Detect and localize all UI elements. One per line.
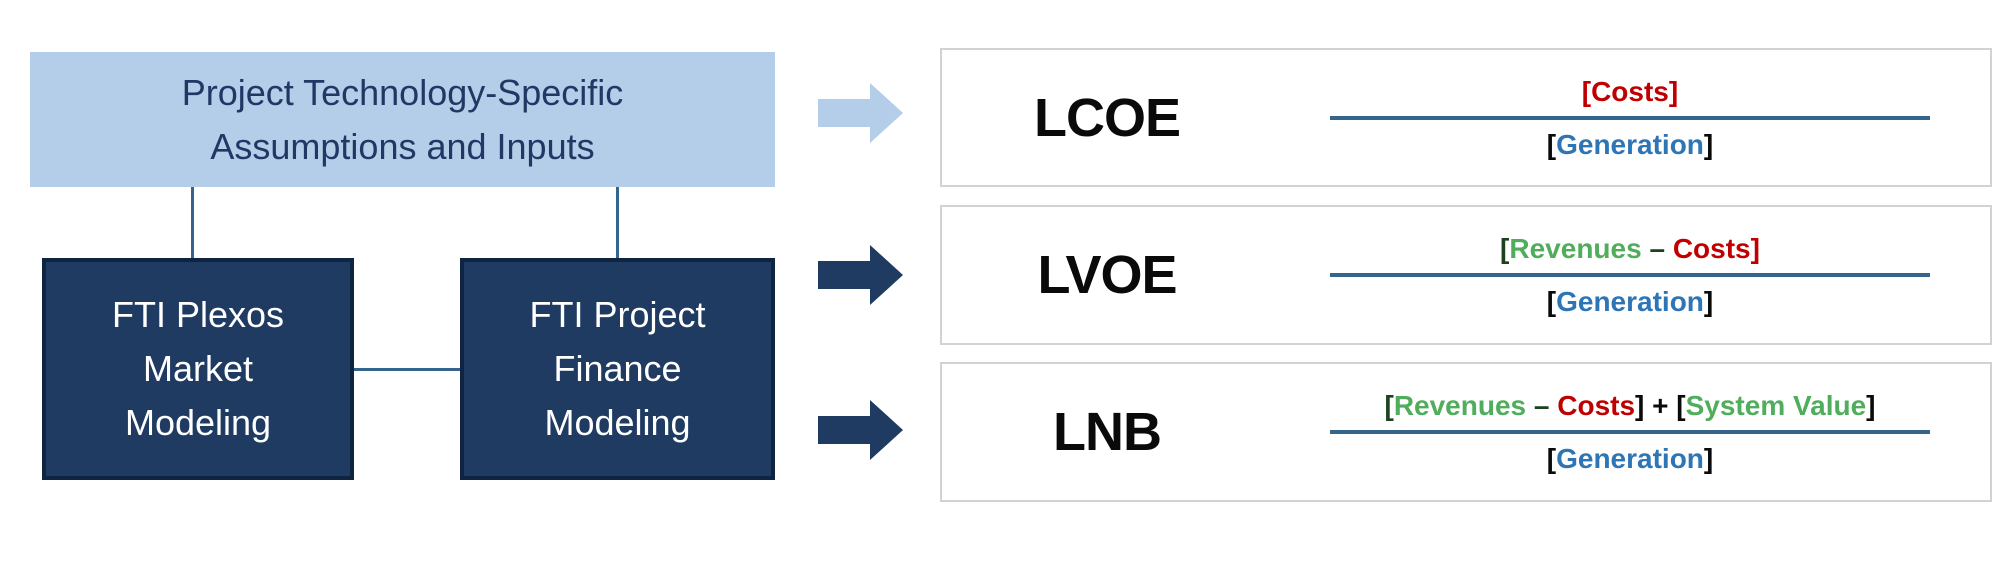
- plexos-market-modeling-box: FTI Plexos Market Modeling: [42, 258, 354, 480]
- bracket-open: [: [1500, 233, 1510, 264]
- finance-box-line-3: Modeling: [544, 402, 691, 443]
- bracket-open: [: [1384, 390, 1394, 421]
- market-box-line-3: Modeling: [124, 402, 272, 443]
- market-box-line-1: FTI Plexos: [111, 294, 285, 335]
- bracket-open: [: [1546, 128, 1557, 160]
- connector-input-to-finance: [616, 187, 619, 258]
- bracket-close: ]: [1703, 286, 1714, 317]
- lvoe-result-box: LVOE [Revenues – Costs] [Generation]: [940, 205, 1992, 345]
- lcoe-label: LCOE: [1033, 87, 1181, 148]
- assumptions-line-1: Project Technology-Specific: [181, 71, 624, 113]
- finance-box-line-1: FTI Project: [529, 294, 706, 335]
- lvoe-denominator: [Generation]: [1330, 284, 1930, 319]
- bracket-close: ]: [1703, 443, 1714, 474]
- lvoe-label: LVOE: [1037, 245, 1177, 305]
- lnb-denominator: [Generation]: [1330, 441, 1930, 476]
- lcoe-fraction: [Costs] [Generation]: [1330, 74, 1930, 162]
- bracket-open: [: [1546, 286, 1557, 317]
- lnb-fraction: [Revenues – Costs] + [System Value] [Gen…: [1330, 388, 1930, 476]
- bracket-close: ]: [1703, 128, 1714, 160]
- lcoe-fraction-line: [1330, 115, 1930, 120]
- finance-box-line-2: Finance: [553, 348, 682, 389]
- lcoe-result-box: LCOE [Costs] [Generation]: [940, 48, 1992, 187]
- costs-term: Costs: [1557, 390, 1636, 421]
- bracket-open: [: [1546, 443, 1557, 474]
- generation-term: Generation: [1556, 128, 1704, 160]
- generation-term: Generation: [1556, 286, 1704, 317]
- lcoe-numerator: [Costs]: [1330, 74, 1930, 109]
- generation-term: Generation: [1556, 443, 1704, 474]
- lnb-label: LNB: [1053, 402, 1162, 462]
- market-box-line-2: Market: [142, 348, 254, 389]
- lcoe-denominator: [Generation]: [1330, 127, 1930, 162]
- lnb-fraction-line: [1330, 430, 1930, 434]
- costs-term: Costs]: [1672, 233, 1760, 264]
- assumptions-line-2: Assumptions and Inputs: [210, 125, 595, 167]
- connector-market-to-finance: [354, 368, 460, 371]
- lvoe-fraction: [Revenues – Costs] [Generation]: [1330, 231, 1930, 319]
- system-value-term: System Value: [1685, 390, 1867, 421]
- right-arrow-icon-lvoe: [818, 245, 903, 305]
- lnb-numerator: [Revenues – Costs] + [System Value]: [1330, 388, 1930, 423]
- plus-operator: ] + [: [1635, 390, 1686, 421]
- assumptions-input-box: Project Technology-Specific Assumptions …: [30, 52, 775, 187]
- right-arrow-icon-lcoe: [818, 83, 903, 143]
- lnb-result-box: LNB [Revenues – Costs] + [System Value] …: [940, 362, 1992, 502]
- project-finance-modeling-box: FTI Project Finance Modeling: [460, 258, 775, 480]
- revenues-term: Revenues: [1393, 390, 1527, 421]
- bracket-close: ]: [1866, 390, 1876, 421]
- connector-input-to-market: [191, 187, 194, 258]
- right-arrow-icon-lnb: [818, 400, 903, 460]
- minus-operator: –: [1526, 390, 1558, 421]
- lvoe-numerator: [Revenues – Costs]: [1330, 231, 1930, 266]
- costs-term: [Costs]: [1581, 75, 1679, 107]
- minus-operator: –: [1641, 233, 1673, 264]
- lvoe-fraction-line: [1330, 273, 1930, 277]
- revenues-term: Revenues: [1509, 233, 1642, 264]
